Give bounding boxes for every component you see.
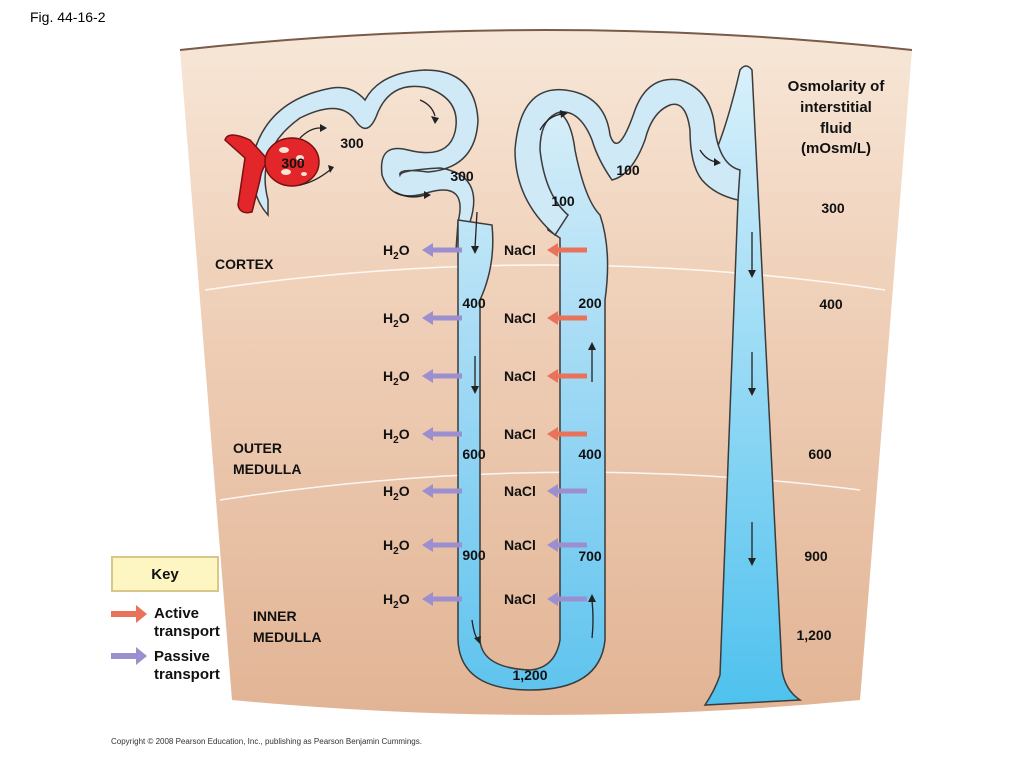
- h2o-label: H2O: [383, 591, 410, 611]
- arrowhead: [471, 246, 479, 254]
- h2o-label: H2O: [383, 310, 410, 330]
- nacl-active-arrow: [547, 311, 587, 325]
- arrowhead: [328, 165, 334, 173]
- tubule-value: 1,200: [512, 667, 547, 683]
- nacl-active-arrow: [547, 369, 587, 383]
- active-transport-key-arrow: [111, 605, 147, 623]
- h2o-label: H2O: [383, 483, 410, 503]
- tubule-value: 400: [462, 295, 486, 311]
- nacl-label: NaCl: [504, 242, 536, 258]
- arrowhead: [748, 270, 756, 278]
- nacl-label: NaCl: [504, 591, 536, 607]
- interstitial-value: 1,200: [796, 627, 831, 643]
- tubule-value: 300: [340, 135, 364, 151]
- distal-tubule: [514, 78, 741, 237]
- glomerulus-pore: [301, 172, 307, 176]
- tubule-value: 100: [616, 162, 640, 178]
- tubule-value: 300: [450, 168, 474, 184]
- active-transport-key-label: Active transport: [154, 605, 264, 641]
- tubule-value: 400: [578, 446, 602, 462]
- afferent-arteriole: [224, 134, 272, 214]
- tubule-value: 700: [578, 548, 602, 564]
- h2o-passive-arrow: [422, 369, 462, 383]
- arrowhead: [714, 158, 721, 166]
- passive-transport-key-line1: Passive: [154, 648, 210, 665]
- tubule-value: 200: [578, 295, 602, 311]
- arrowhead: [588, 342, 596, 350]
- h2o-passive-arrow: [422, 484, 462, 498]
- interstitial-value: 900: [804, 548, 828, 564]
- osmolarity-header-line4: (mOsm/L): [801, 140, 871, 157]
- key-box: Key: [111, 556, 219, 592]
- glomerulus-value: 300: [281, 155, 305, 171]
- flow-arrow: [474, 211, 478, 249]
- cortex-label: CORTEX: [215, 256, 274, 272]
- active-transport-key-line1: Active: [154, 605, 200, 622]
- tubule-value: 900: [462, 547, 486, 563]
- h2o-passive-arrow: [422, 538, 462, 552]
- arrowhead: [748, 388, 756, 396]
- h2o-label: H2O: [383, 242, 410, 262]
- h2o-label: H2O: [383, 426, 410, 446]
- arrowhead: [424, 191, 431, 199]
- flow-arrow: [394, 191, 426, 198]
- h2o-passive-arrow: [422, 592, 462, 606]
- tissue-top-edge: [179, 29, 913, 51]
- h2o-passive-arrow: [422, 311, 462, 325]
- h2o-passive-arrow: [422, 243, 462, 257]
- nacl-passive-arrow: [547, 538, 587, 552]
- flow-arrow: [591, 599, 594, 639]
- figure-caption: Fig. 44-16-2: [30, 9, 106, 25]
- nacl-label: NaCl: [504, 537, 536, 553]
- nacl-label: NaCl: [504, 368, 536, 384]
- glomerulus-pore: [296, 155, 304, 161]
- arrowhead: [588, 594, 596, 602]
- nacl-label: NaCl: [504, 310, 536, 326]
- tubule-value: 100: [551, 193, 575, 209]
- glomerulus-pore: [281, 169, 291, 175]
- copyright: Copyright © 2008 Pearson Education, Inc.…: [111, 737, 422, 746]
- h2o-label: H2O: [383, 368, 410, 388]
- key-title: Key: [151, 565, 179, 583]
- interstitial-value: 400: [819, 296, 843, 312]
- outer-medulla-label-line2: MEDULLA: [233, 461, 301, 477]
- arrowhead: [474, 636, 481, 644]
- passive-transport-key-label: Passive transport: [154, 648, 264, 684]
- nacl-passive-arrow: [547, 484, 587, 498]
- flow-arrow: [299, 127, 321, 139]
- nacl-label: NaCl: [504, 483, 536, 499]
- nacl-active-arrow: [547, 427, 587, 441]
- inner-medulla-label-line1: INNER: [253, 608, 297, 624]
- inner-medulla-label-line2: MEDULLA: [253, 629, 321, 645]
- outer-medulla-label-line1: OUTER: [233, 440, 282, 456]
- osmolarity-header-line3: fluid: [820, 120, 852, 137]
- arrowhead: [748, 558, 756, 566]
- active-transport-key-line2: transport: [154, 623, 220, 640]
- flow-arrow: [419, 99, 436, 117]
- cortex-boundary: [204, 264, 886, 291]
- arrowhead: [471, 386, 479, 394]
- interstitial-value: 600: [808, 446, 832, 462]
- nacl-active-arrow: [547, 243, 587, 257]
- tubule-value: 600: [462, 446, 486, 462]
- flow-arrow: [539, 113, 563, 131]
- flow-arrow: [299, 169, 331, 186]
- glomerulus-pore: [279, 147, 289, 153]
- arrowhead: [560, 110, 568, 118]
- h2o-passive-arrow: [422, 427, 462, 441]
- h2o-label: H2O: [383, 537, 410, 557]
- passive-transport-key-line2: transport: [154, 666, 220, 683]
- passive-transport-key-arrow: [111, 647, 147, 665]
- nacl-label: NaCl: [504, 426, 536, 442]
- nacl-passive-arrow: [547, 592, 587, 606]
- osmolarity-header-line2: interstitial: [800, 99, 872, 116]
- osmolarity-header-line1: Osmolarity of: [788, 78, 886, 95]
- arrowhead: [320, 124, 327, 132]
- interstitial-value: 300: [821, 200, 845, 216]
- arrowhead: [431, 116, 439, 124]
